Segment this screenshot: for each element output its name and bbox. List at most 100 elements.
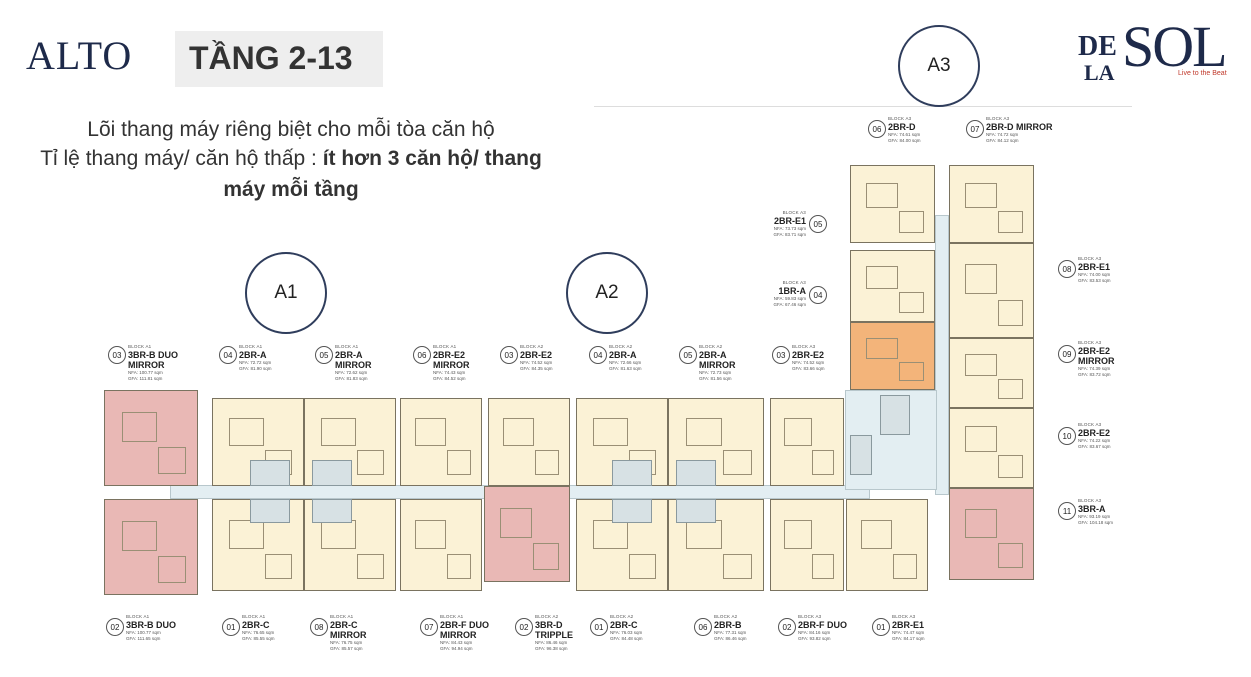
unit-number-badge: 02	[778, 618, 796, 636]
unit-nfa: NFA: 84.16 sqm	[798, 630, 831, 635]
unit-label-a3-02: BLOCK A3 2BR-F DUO NFA: 84.16 sqm GFA: 9…	[798, 614, 847, 642]
unit-name: 2BR-B	[714, 620, 742, 630]
unit-number-badge: 04	[589, 346, 607, 364]
unit-a3-05[interactable]	[850, 250, 935, 322]
unit-label-a3-07: BLOCK A3 2BR-D MIRROR NFA: 74.72 sqm GFA…	[986, 116, 1053, 144]
unit-block: BLOCK A2	[714, 614, 738, 619]
unit-nfa: NFA: 100.77 sqm	[126, 630, 161, 635]
unit-number-badge: 05	[809, 215, 827, 233]
unit-nfa: NFA: 74.52 sqm	[520, 360, 553, 365]
unit-label-a1-03: BLOCK A1 3BR-B DUO MIRROR NFA: 100.77 sq…	[128, 344, 188, 382]
unit-a1-03[interactable]	[104, 390, 198, 486]
unit-a2-06[interactable]	[668, 499, 764, 591]
unit-name: 3BR-D TRIPPLE	[535, 620, 574, 640]
unit-block: BLOCK A1	[330, 614, 354, 619]
unit-name: 2BR-E1	[773, 216, 806, 226]
block-a3-label: A3	[927, 55, 951, 76]
unit-nfa: NFA: 74.22 sqm	[1078, 438, 1111, 443]
unit-label-a1-07: BLOCK A1 2BR-F DUO MIRROR NFA: 84.43 sqm…	[440, 614, 496, 652]
unit-label-a3-09: BLOCK A3 2BR-E2 MIRROR NFA: 74.39 sqm GF…	[1078, 340, 1124, 378]
unit-a2-02[interactable]	[484, 486, 570, 582]
unit-block: BLOCK A2	[699, 344, 723, 349]
unit-number-badge: 06	[413, 346, 431, 364]
a2-lift-core-2	[676, 460, 716, 486]
floor-title: TẦNG 2-13	[189, 40, 353, 76]
unit-name: 3BR-B DUO MIRROR	[128, 350, 179, 370]
unit-number-badge: 02	[106, 618, 124, 636]
unit-name: 2BR-E1	[1078, 262, 1111, 272]
block-a3-marker[interactable]: A3	[898, 25, 980, 107]
block-a1-marker[interactable]: A1	[245, 252, 327, 334]
unit-block: BLOCK A2	[535, 614, 559, 619]
unit-name: 2BR-A	[239, 350, 267, 360]
unit-block: BLOCK A3	[792, 344, 816, 349]
unit-nfa: NFA: 76.03 sqm	[610, 630, 643, 635]
unit-gfa: GFA: 83.72 sqm	[1078, 372, 1111, 377]
unit-a3-01[interactable]	[846, 499, 928, 591]
block-a2-marker[interactable]: A2	[566, 252, 648, 334]
block-a2-label: A2	[595, 282, 619, 303]
unit-a3-02[interactable]	[770, 499, 844, 591]
unit-gfa: GFA: 93.82 sqm	[798, 636, 831, 641]
unit-number-badge: 03	[108, 346, 126, 364]
unit-nfa: NFA: 74.61 sqm	[888, 132, 921, 137]
unit-gfa: GFA: 96.38 sqm	[535, 646, 568, 651]
unit-a3-09[interactable]	[949, 338, 1034, 408]
unit-a3-11[interactable]	[949, 488, 1034, 580]
unit-a3-08[interactable]	[949, 243, 1034, 338]
unit-number-badge: 01	[872, 618, 890, 636]
unit-a3-03[interactable]	[770, 398, 844, 486]
unit-label-a3-06: BLOCK A3 2BR-D NFA: 74.61 sqm GFA: 84.00…	[888, 116, 921, 144]
unit-name: 3BR-A	[1078, 504, 1106, 514]
unit-gfa: GFA: 83.53 sqm	[1078, 278, 1111, 283]
unit-name: 2BR-A MIRROR	[335, 350, 372, 370]
unit-block: BLOCK A3	[888, 116, 912, 121]
unit-nfa: NFA: 74.47 sqm	[892, 630, 925, 635]
unit-nfa: NFA: 72.66 sqm	[609, 360, 642, 365]
unit-nfa: NFA: 76.75 sqm	[330, 640, 363, 645]
description-line-2: Tỉ lệ thang máy/ căn hộ thấp : ít hơn 3 …	[0, 145, 582, 173]
unit-block: BLOCK A3	[1078, 256, 1102, 261]
unit-gfa: GFA: 83.71 sqm	[773, 232, 806, 237]
unit-nfa: NFA: 74.43 sqm	[433, 370, 466, 375]
unit-name: 2BR-C MIRROR	[330, 620, 367, 640]
unit-gfa: GFA: 81.90 sqm	[239, 366, 272, 371]
unit-number-badge: 02	[515, 618, 533, 636]
a1-lift-core-1	[250, 460, 290, 486]
unit-a3-07[interactable]	[949, 165, 1034, 243]
unit-gfa: GFA: 84.48 sqm	[610, 636, 643, 641]
unit-a1-02[interactable]	[104, 499, 198, 595]
unit-a1-07[interactable]	[400, 499, 482, 591]
unit-gfa: GFA: 84.00 sqm	[888, 138, 921, 143]
description-line-1: Lõi thang máy riêng biệt cho mỗi tòa căn…	[87, 118, 495, 141]
unit-block: BLOCK A1	[126, 614, 150, 619]
unit-label-a3-03: BLOCK A3 2BR-E2 NFA: 74.52 sqm GFA: 83.6…	[792, 344, 825, 372]
unit-number-badge: 09	[1058, 345, 1076, 363]
unit-number-badge: 04	[219, 346, 237, 364]
unit-block: BLOCK A3	[798, 614, 822, 619]
unit-nfa: NFA: 72.72 sqm	[239, 360, 272, 365]
corridor-a3	[935, 215, 949, 495]
unit-a2-03[interactable]	[488, 398, 570, 486]
unit-a1-06[interactable]	[400, 398, 482, 486]
unit-gfa: GFA: 67.46 sqm	[773, 302, 806, 307]
unit-name: 2BR-F DUO	[798, 620, 847, 630]
unit-label-a2-05: BLOCK A2 2BR-A MIRROR NFA: 72.73 sqm GFA…	[699, 344, 745, 382]
unit-a3-10[interactable]	[949, 408, 1034, 488]
unit-block: BLOCK A1	[433, 344, 457, 349]
unit-name: 2BR-E2	[1078, 428, 1111, 438]
unit-label-a2-03: BLOCK A2 2BR-E2 NFA: 74.52 sqm GFA: 84.3…	[520, 344, 553, 372]
description-line-2-bold: ít hơn 3 căn hộ/ thang	[322, 147, 542, 170]
unit-nfa: NFA: 76.65 sqm	[242, 630, 275, 635]
unit-name: 2BR-E2	[520, 350, 553, 360]
unit-a3-06[interactable]	[850, 165, 935, 243]
unit-a3-04[interactable]	[850, 322, 935, 390]
unit-nfa: NFA: 72.62 sqm	[335, 370, 368, 375]
description-line-2-prefix: Tỉ lệ thang máy/ căn hộ thấp :	[40, 147, 323, 170]
unit-label-a3-11: BLOCK A3 3BR-A NFA: 93.19 sqm GFA: 104.1…	[1078, 498, 1113, 526]
unit-name: 3BR-B DUO	[126, 620, 177, 630]
unit-block: BLOCK A1	[242, 614, 266, 619]
unit-label-a1-01: BLOCK A1 2BR-C NFA: 76.65 sqm GFA: 85.55…	[242, 614, 275, 642]
unit-gfa: GFA: 104.18 sqm	[1078, 520, 1114, 525]
a1-lift-core-3	[250, 499, 290, 523]
